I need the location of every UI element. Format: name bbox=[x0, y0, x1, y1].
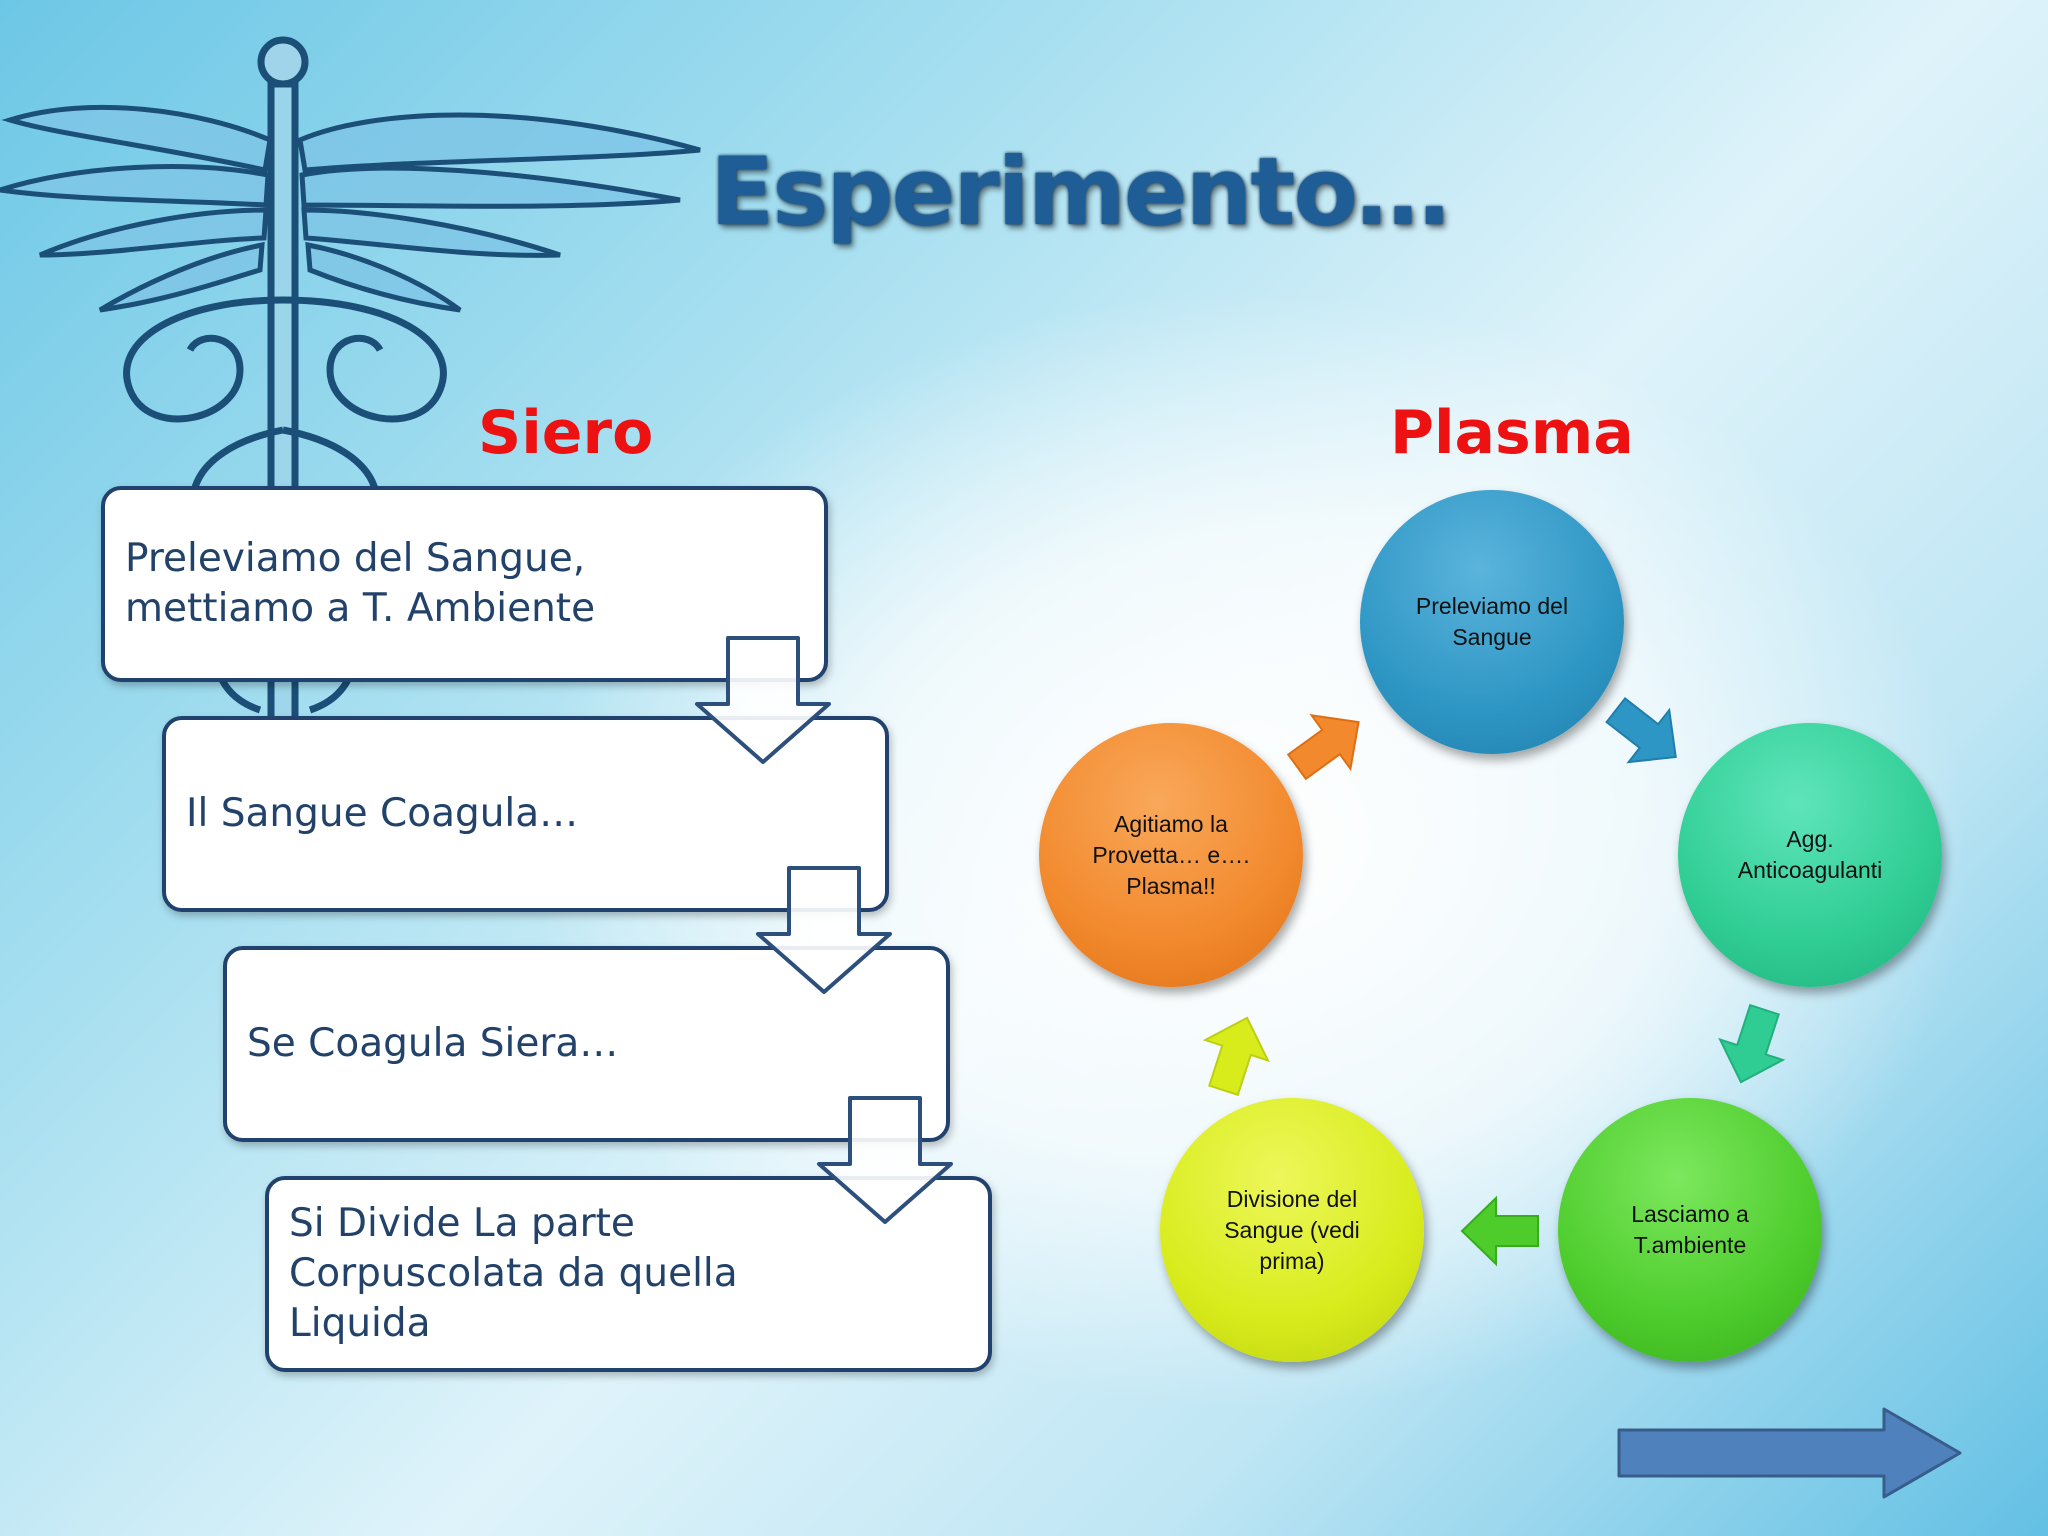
cycle-arrow-icon bbox=[1605, 696, 1677, 764]
plasma-cycle-step-5: Agitiamo la Provetta… e…. Plasma!! bbox=[1039, 723, 1303, 987]
plasma-cycle-step-1-text: Preleviamo del Sangue bbox=[1415, 593, 1569, 650]
plasma-cycle-step-5-text: Agitiamo la Provetta… e…. Plasma!! bbox=[1092, 810, 1250, 899]
plasma-cycle-step-2-text: Agg. Anticoagulanti bbox=[1737, 826, 1883, 883]
siero-heading: Siero bbox=[478, 398, 654, 468]
next-arrow-icon[interactable] bbox=[1616, 1406, 1964, 1500]
siero-step-2-text: Il Sangue Coagula… bbox=[186, 791, 579, 836]
siero-step-4-text: Si Divide La parte Corpuscolata da quell… bbox=[289, 1201, 738, 1346]
siero-step-3-text: Se Coagula Siera… bbox=[247, 1021, 619, 1066]
plasma-cycle-step-3-text: Lasciamo a T.ambiente bbox=[1631, 1201, 1749, 1258]
down-arrow-icon bbox=[817, 1096, 953, 1224]
siero-step-1: Preleviamo del Sangue, mettiamo a T. Amb… bbox=[101, 486, 828, 682]
slide-title: Esperimento… bbox=[710, 138, 1450, 247]
cycle-arrow-icon bbox=[1202, 1016, 1270, 1097]
plasma-cycle-step-4: Divisione del Sangue (vedi prima) bbox=[1160, 1098, 1424, 1362]
plasma-cycle-step-1: Preleviamo del Sangue bbox=[1360, 490, 1624, 754]
plasma-cycle-step-3: Lasciamo a T.ambiente bbox=[1558, 1098, 1822, 1362]
plasma-cycle-step-2: Agg. Anticoagulanti bbox=[1678, 723, 1942, 987]
cycle-arrow-icon bbox=[1286, 714, 1360, 781]
cycle-arrow-icon bbox=[1460, 1195, 1539, 1267]
down-arrow-icon bbox=[756, 866, 892, 994]
plasma-heading: Plasma bbox=[1390, 398, 1634, 468]
siero-step-1-text: Preleviamo del Sangue, mettiamo a T. Amb… bbox=[125, 536, 596, 631]
down-arrow-icon bbox=[695, 636, 831, 764]
cycle-arrow-icon bbox=[1718, 1003, 1786, 1084]
plasma-cycle-step-4-text: Divisione del Sangue (vedi prima) bbox=[1224, 1185, 1360, 1274]
